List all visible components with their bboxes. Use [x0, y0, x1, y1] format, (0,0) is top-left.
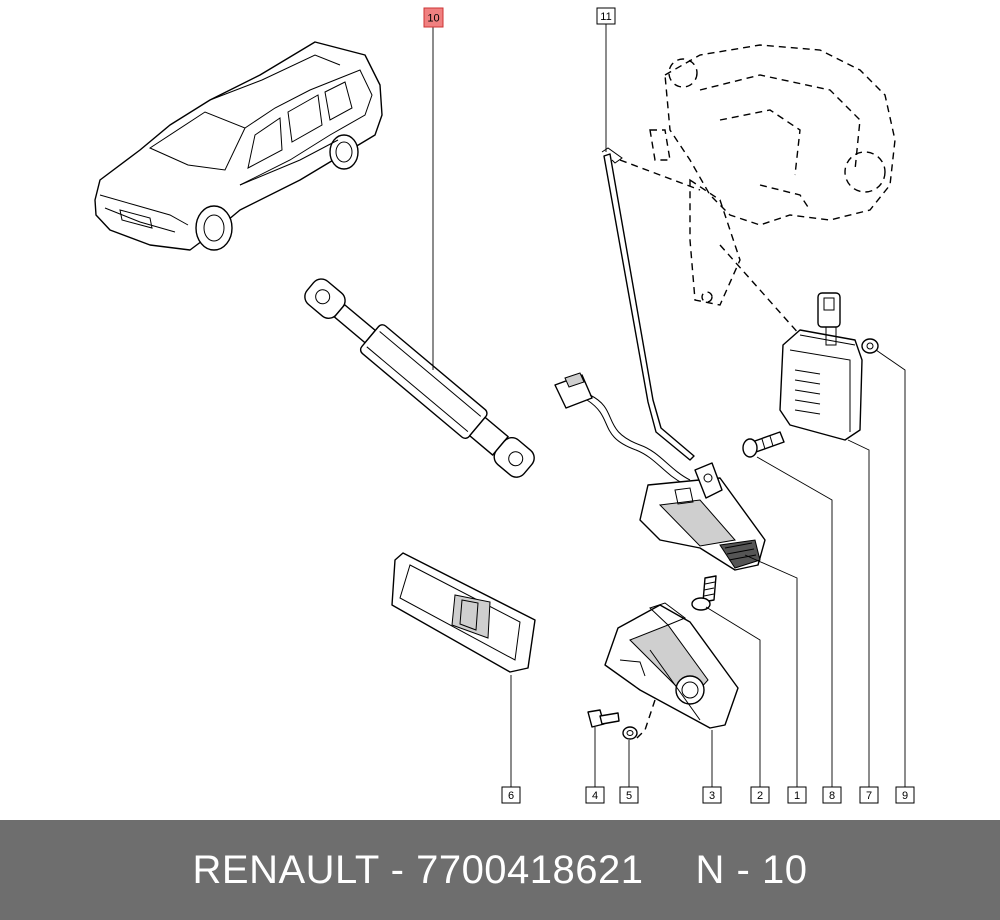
callout-4: 4: [585, 786, 605, 804]
latch-bracket: [604, 602, 739, 741]
car-illustration: [94, 41, 383, 251]
svg-text:3: 3: [709, 790, 715, 802]
callout-3: 3: [702, 786, 722, 804]
operating-rod: [601, 147, 695, 461]
screw-2: [691, 575, 717, 611]
callout-6: 6: [501, 786, 521, 804]
footer-bar: RENAULT - 7700418621 N - 10: [0, 820, 1000, 920]
lock-switch: [779, 292, 863, 441]
leader-lines: [432, 24, 906, 787]
washer-5: [622, 726, 638, 740]
svg-text:9: 9: [902, 790, 908, 802]
svg-text:11: 11: [600, 11, 611, 23]
lamp-lens: [391, 552, 536, 673]
part-number-label: RENAULT - 7700418621: [192, 847, 644, 892]
wire-connector: [554, 372, 691, 485]
callout-2: 2: [750, 786, 770, 804]
lock-assembly-outline: [649, 44, 896, 306]
svg-text:10: 10: [427, 13, 439, 25]
svg-text:2: 2: [757, 790, 763, 802]
nut-9: [861, 338, 879, 354]
svg-text:6: 6: [508, 790, 514, 802]
callout-9: 9: [895, 786, 915, 804]
callout-11: 11: [596, 7, 616, 25]
tailgate-latch: [639, 462, 766, 571]
screw-8: [742, 431, 785, 458]
parts-diagram: 10 11 6 4 5 3 2 1 8 7 9: [94, 7, 915, 804]
callout-5: 5: [619, 786, 639, 804]
callout-10: 10: [423, 7, 444, 28]
gas-strut: [304, 278, 535, 478]
assembly-line-switch: [719, 244, 801, 336]
assembly-line-rod: [619, 159, 701, 191]
callout-7: 7: [859, 786, 879, 804]
svg-text:4: 4: [592, 790, 598, 802]
callout-8: 8: [822, 786, 842, 804]
callout-1: 1: [787, 786, 807, 804]
svg-text:7: 7: [866, 790, 872, 802]
svg-text:8: 8: [829, 790, 835, 802]
callout-box-highlight: [423, 7, 444, 28]
bolt-4: [587, 709, 620, 728]
page-reference-label: N - 10: [695, 847, 808, 892]
svg-text:1: 1: [794, 790, 800, 802]
svg-text:5: 5: [626, 790, 632, 802]
